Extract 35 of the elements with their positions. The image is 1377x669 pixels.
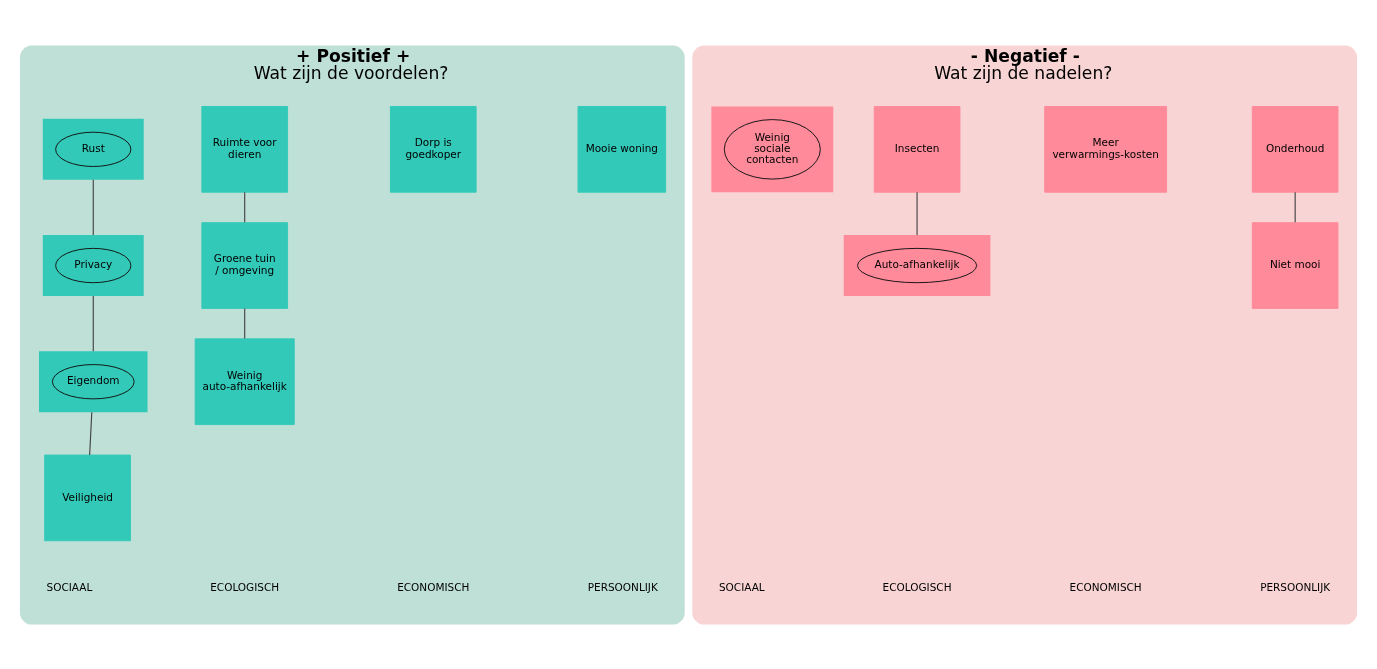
node-box: Veiligheid [44, 454, 131, 541]
cluster [711, 105, 834, 192]
connector [92, 178, 94, 236]
label: SOCIAAL [46, 580, 93, 593]
node-box: Weinig auto-afhankelijk [194, 337, 295, 425]
connector [916, 191, 918, 236]
node-ellipse: Eigendom [51, 363, 135, 399]
node-box: Insecten [873, 105, 961, 193]
label: ECOLOGISCH [210, 580, 280, 593]
label: PERSOONLIJK [1260, 580, 1331, 593]
node-ellipse: Auto-afhankelijk [857, 247, 978, 283]
label: ECONOMISCH [1069, 580, 1142, 593]
connector [244, 307, 246, 339]
node-box: Ruimte voor dieren [201, 105, 289, 193]
label: PERSOONLIJK [587, 580, 658, 593]
node-ellipse: Privacy [55, 247, 132, 283]
node-box: Groene tuin / omgeving [201, 221, 289, 309]
node-box: Mooie woning [577, 105, 667, 193]
label: SOCIAAL [718, 580, 765, 593]
connector [1294, 191, 1296, 223]
connector [92, 294, 94, 352]
node-box: Meer verwarmings-kosten [1044, 105, 1168, 193]
cluster [42, 234, 144, 296]
label: ECOLOGISCH [882, 580, 952, 593]
node-box: Niet mooi [1251, 221, 1339, 309]
connector [89, 411, 93, 456]
cluster [42, 118, 144, 180]
node-ellipse: Weinig sociale contacten [723, 118, 821, 180]
node-ellipse: Rust [55, 131, 132, 167]
node-box: Onderhoud [1251, 105, 1339, 193]
node-box: Dorp is goedkoper [389, 105, 477, 193]
label: ECONOMISCH [397, 580, 470, 593]
cluster [843, 234, 991, 296]
cluster [39, 350, 148, 412]
connector [244, 191, 246, 223]
